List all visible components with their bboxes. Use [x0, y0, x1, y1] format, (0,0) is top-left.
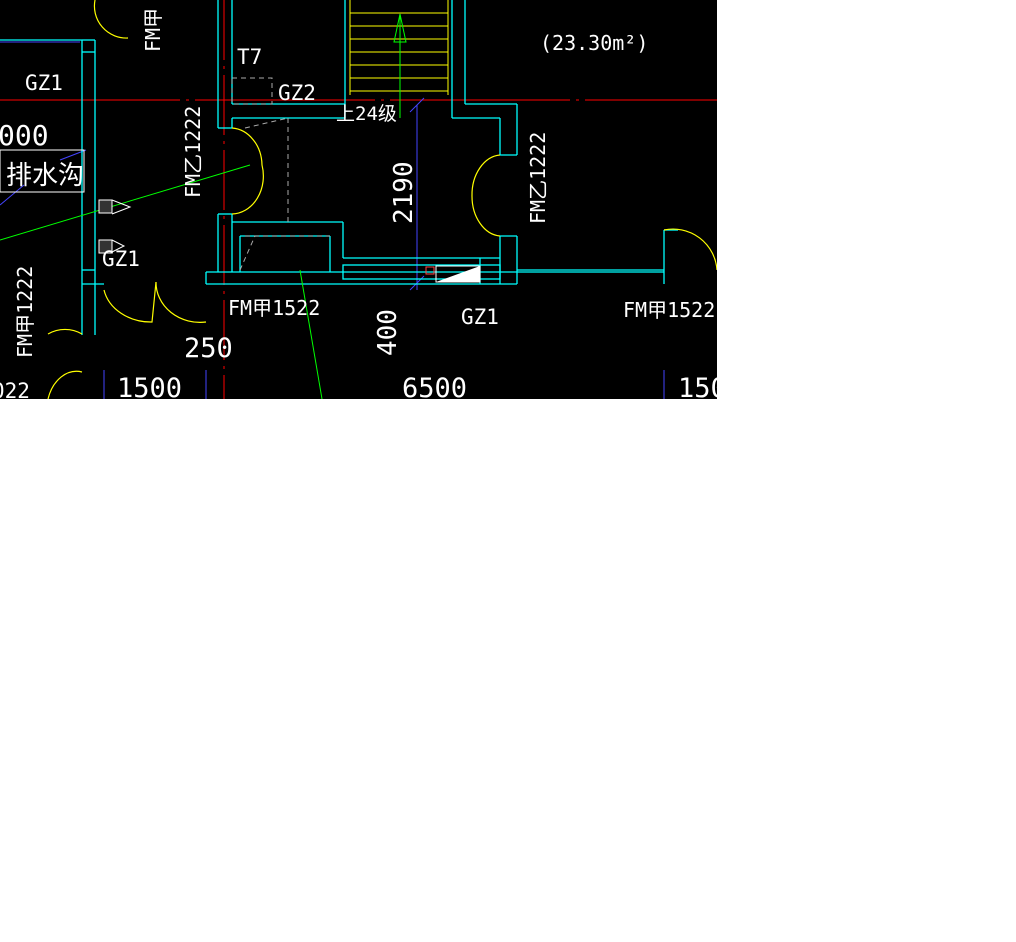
dimension-1500: 1500	[117, 373, 182, 399]
dimension-2190: 2190	[389, 161, 419, 224]
dimension-6500: 6500	[402, 373, 467, 399]
label-gz2: GZ2	[278, 81, 316, 105]
dashed-partitions	[231, 77, 330, 271]
cad-drawing-canvas[interactable]: GZ1 GZ2 T7 (23.30m²) 上24级 排水沟 GZ1 GZ1 FM…	[0, 0, 717, 399]
label-door-fmjia-left: FM甲1222	[13, 266, 37, 358]
label-gz1-mid: GZ1	[102, 247, 140, 271]
structural-columns	[98, 199, 481, 283]
walls	[0, 0, 678, 335]
label-door-fmjia-1522-b: FM甲1522	[623, 298, 715, 322]
label-door-fmyi-left: FM乙1222	[181, 106, 205, 198]
label-area: (23.30m²)	[540, 31, 648, 55]
stair-direction-arrow	[0, 13, 407, 399]
label-gz1-bottom: GZ1	[461, 305, 499, 329]
stair-steps	[349, 0, 449, 95]
dimension-lines	[0, 41, 665, 399]
label-partial-022: 022	[0, 379, 30, 399]
dimension-150: 150	[678, 373, 717, 399]
label-drain: 排水沟	[6, 161, 84, 191]
dimension-000: 000	[0, 119, 49, 152]
dimension-250: 250	[184, 333, 233, 364]
label-gz1-top: GZ1	[25, 71, 63, 95]
label-door-fmjia-top: FM甲	[141, 8, 165, 52]
drain-box	[0, 149, 85, 193]
label-t7: T7	[237, 45, 262, 69]
label-door-fmjia-1522-a: FM甲1522	[228, 296, 320, 320]
label-steps: 上24级	[336, 103, 397, 125]
dimension-400: 400	[373, 309, 403, 356]
label-door-fmyi-right: FM乙1222	[526, 132, 550, 224]
floor-plan: GZ1 GZ2 T7 (23.30m²) 上24级 排水沟 GZ1 GZ1 FM…	[0, 0, 717, 399]
door-arcs	[47, 0, 717, 399]
